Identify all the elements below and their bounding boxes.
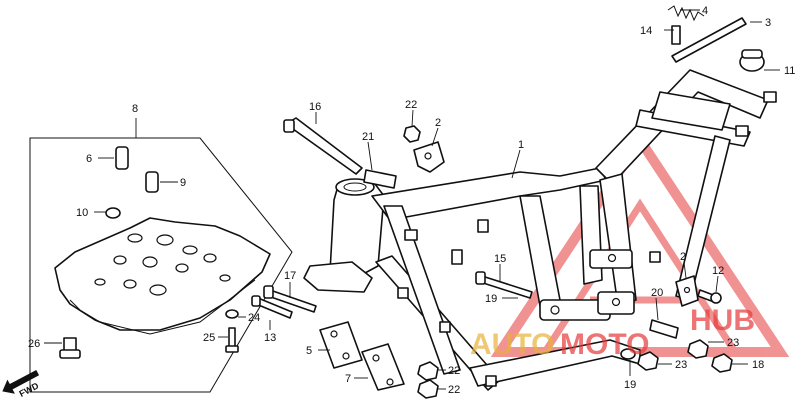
washer-19-bottom xyxy=(620,348,636,360)
callout-labels: 8 6 9 10 16 21 22 2 1 4 3 14 11 17 13 24… xyxy=(28,5,795,396)
callout-7: 7 xyxy=(345,373,351,385)
callout-12: 12 xyxy=(712,265,724,277)
callout-3: 3 xyxy=(765,17,771,29)
callout-24: 24 xyxy=(248,312,260,324)
callout-16: 16 xyxy=(309,101,321,113)
callout-8: 8 xyxy=(132,103,138,115)
plate-5 xyxy=(319,321,363,369)
callout-10: 10 xyxy=(76,207,88,219)
callout-9: 9 xyxy=(180,177,186,189)
nut-23-right xyxy=(687,339,709,359)
washer-24 xyxy=(225,309,239,319)
skid-plate-group xyxy=(29,137,293,393)
collar-20 xyxy=(649,319,679,339)
collar-6 xyxy=(115,146,129,170)
nut-22-top xyxy=(403,125,421,143)
callout-22-bottom: 22 xyxy=(448,384,460,396)
spring-4 xyxy=(667,5,705,22)
washer-10 xyxy=(105,207,121,219)
callout-2-right: 2 xyxy=(680,251,686,263)
callout-19-left: 19 xyxy=(485,293,497,305)
callout-20: 20 xyxy=(651,287,663,299)
callout-13: 13 xyxy=(264,332,276,344)
callout-18: 18 xyxy=(752,359,764,371)
callout-25: 25 xyxy=(203,332,215,344)
callout-15: 15 xyxy=(494,253,506,265)
watermark-moto: MOTO xyxy=(560,328,649,361)
callout-19-bottom: 19 xyxy=(624,379,636,391)
rod-3 xyxy=(671,17,747,63)
nut-22-mid xyxy=(417,361,439,381)
skid-plate xyxy=(54,217,271,331)
nut-18 xyxy=(711,353,733,373)
skid-plate-inset-box xyxy=(29,137,293,393)
leader-lines xyxy=(44,9,780,390)
plate-7 xyxy=(361,343,405,391)
callout-23-right: 23 xyxy=(727,337,739,349)
callout-2-top: 2 xyxy=(435,117,441,129)
callout-22-mid: 22 xyxy=(448,365,460,377)
callout-6: 6 xyxy=(86,153,92,165)
callout-26: 26 xyxy=(28,338,40,350)
callout-14: 14 xyxy=(640,25,652,37)
bolt-14 xyxy=(671,25,681,45)
bolt-16 xyxy=(285,117,363,175)
fwd-arrow: FWD xyxy=(2,369,41,399)
callout-5: 5 xyxy=(306,345,312,357)
watermark-hub: HUB xyxy=(690,304,755,337)
callout-17: 17 xyxy=(284,270,296,282)
main-frame xyxy=(303,69,777,391)
callout-11: 11 xyxy=(784,65,795,77)
callout-4: 4 xyxy=(702,5,708,17)
callout-1: 1 xyxy=(518,139,524,151)
callout-21: 21 xyxy=(362,131,374,143)
collar-9 xyxy=(145,171,159,193)
collar-21 xyxy=(363,169,397,189)
callout-23-left: 23 xyxy=(675,359,687,371)
callout-22-top: 22 xyxy=(405,99,417,111)
nut-22-bottom xyxy=(417,379,439,399)
watermark-auto: AUTO xyxy=(470,328,554,361)
nut-23-left xyxy=(637,351,659,371)
watermark-text: AUTO MOTO HUB xyxy=(470,304,755,361)
